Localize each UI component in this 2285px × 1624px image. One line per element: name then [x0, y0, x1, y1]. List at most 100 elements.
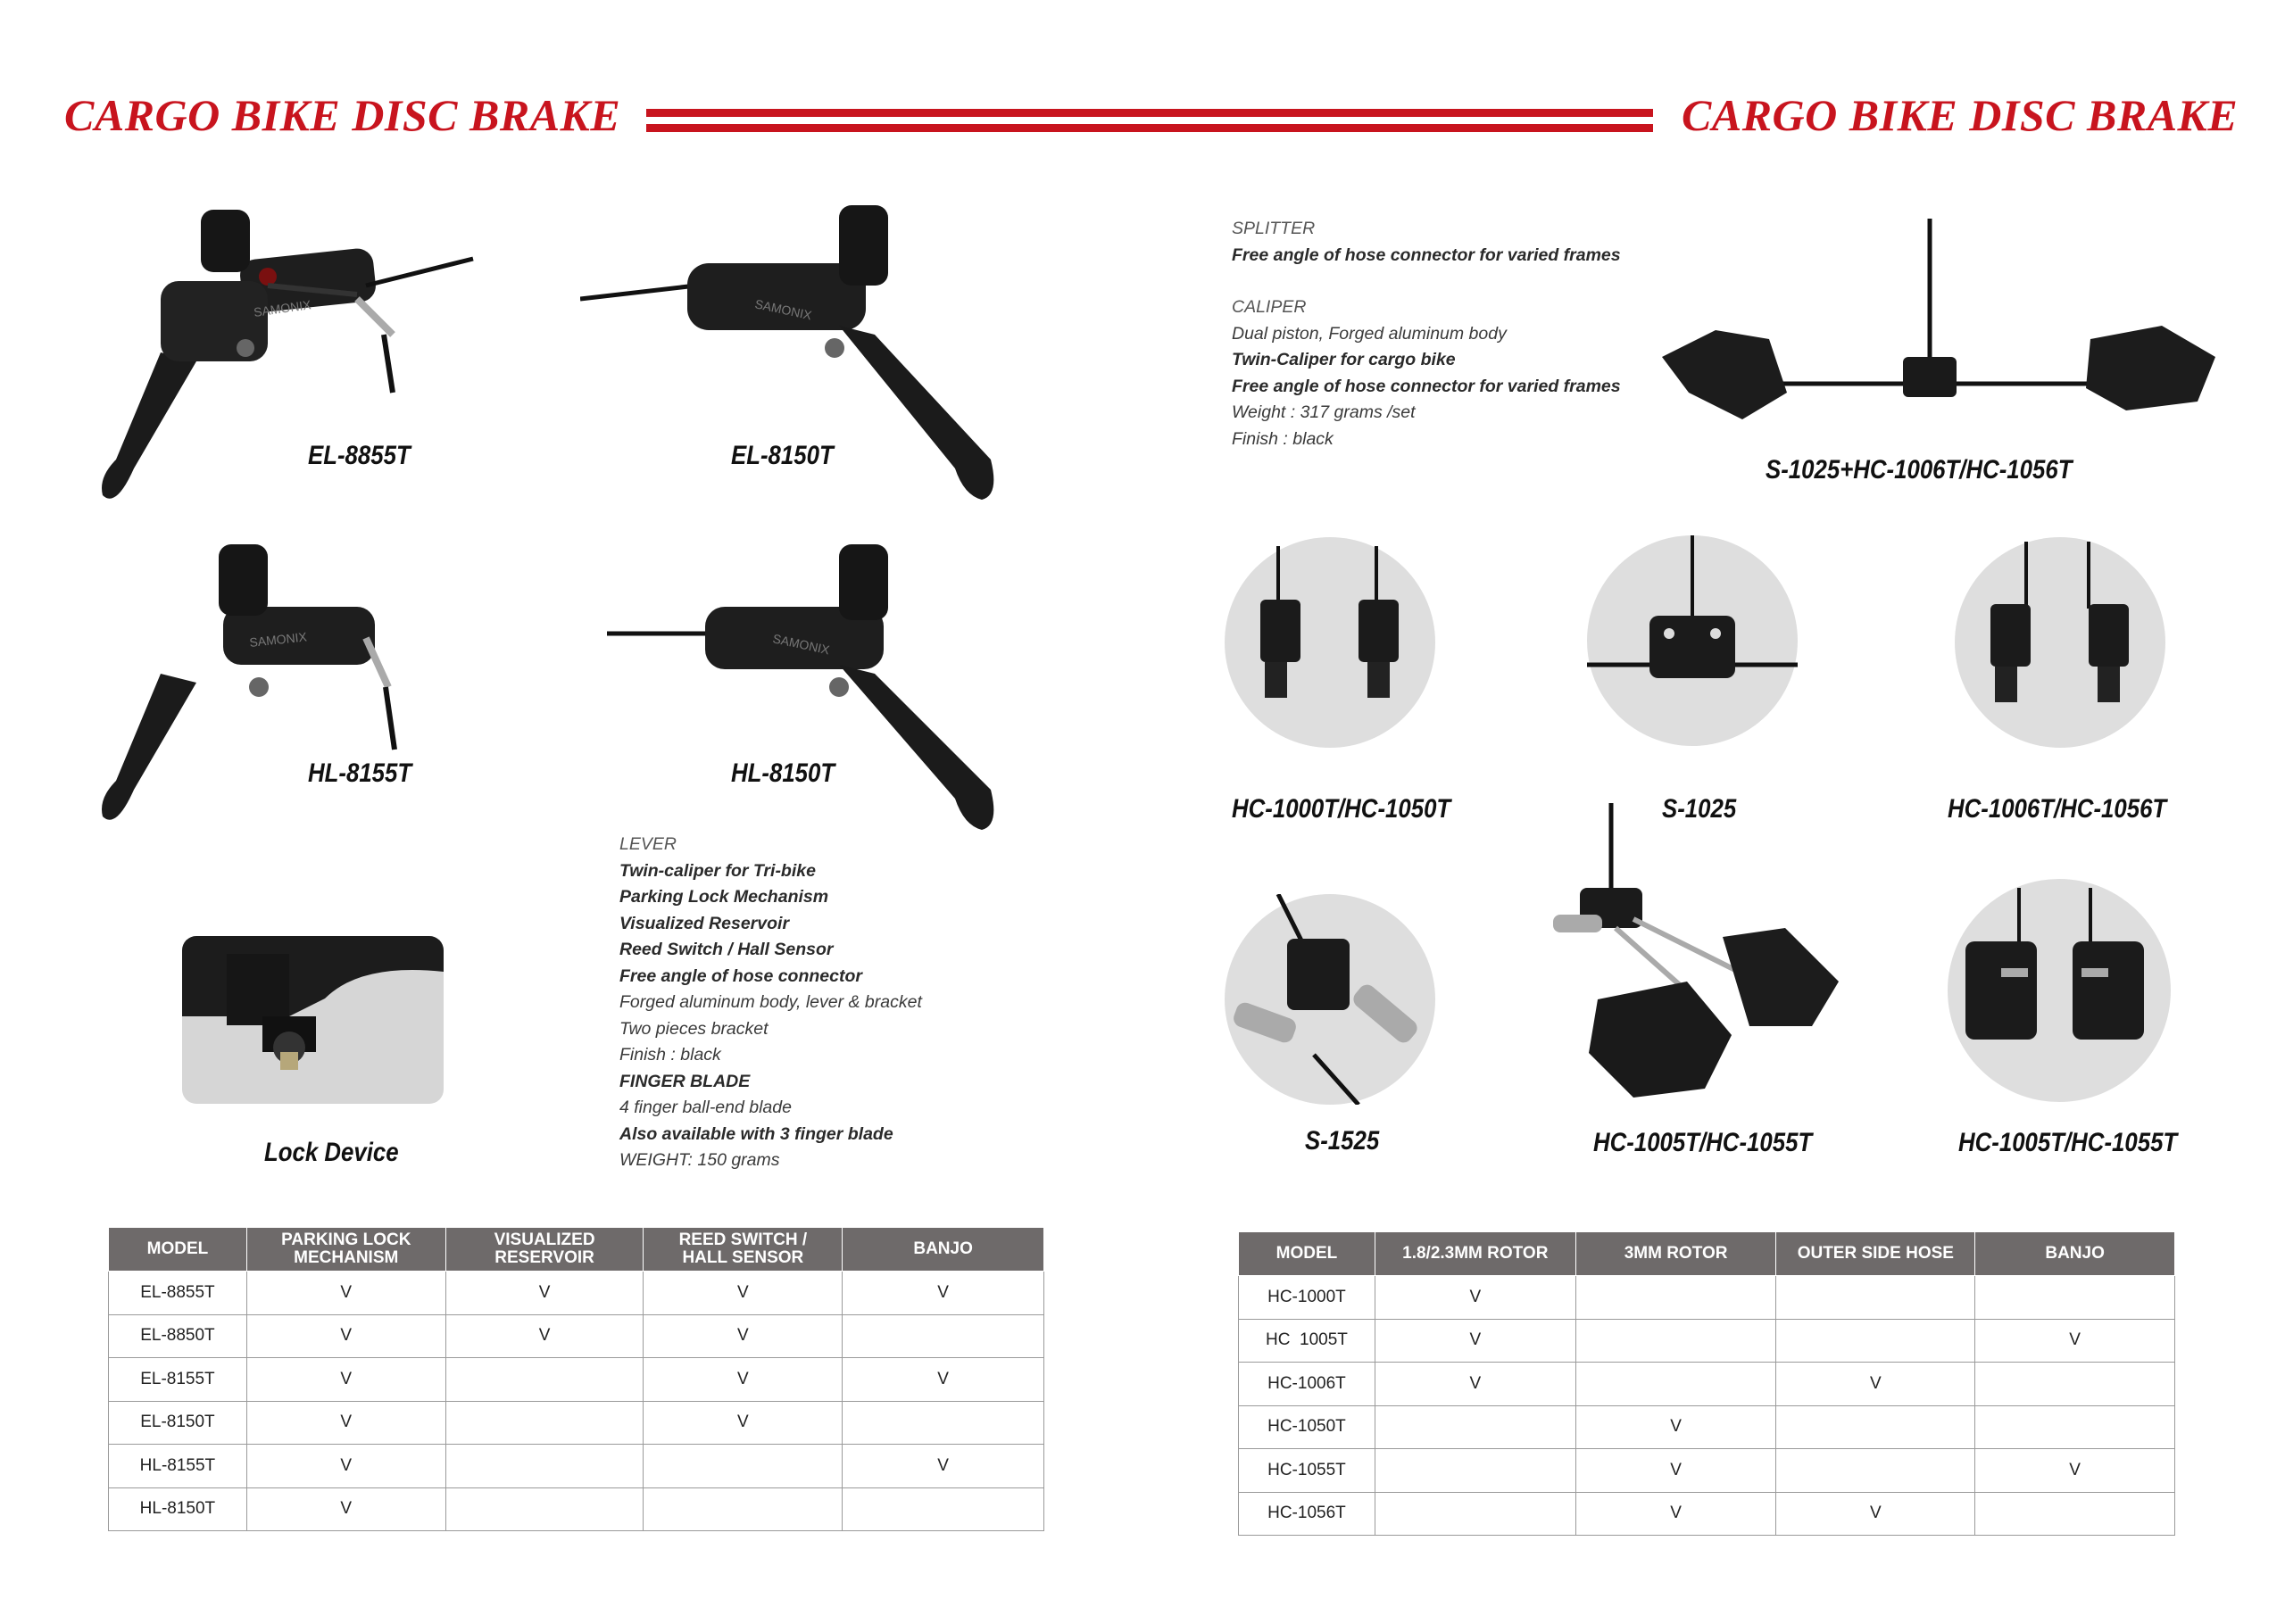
spec-line: WEIGHT: 150 grams — [619, 1150, 780, 1170]
cell-value — [1575, 1275, 1777, 1320]
label-lock-device: Lock Device — [264, 1138, 399, 1167]
spec-line: Twin-Caliper for cargo bike — [1232, 350, 1456, 369]
col-header-outer-side-hose: OUTER SIDE HOSE — [1775, 1231, 1976, 1276]
table-row: HC-1050T V — [1238, 1404, 2175, 1449]
svg-text:SAMONIX: SAMONIX — [249, 629, 309, 650]
table-row: HC-1056T V V — [1238, 1491, 2175, 1536]
table-row: HL-8155T V V — [108, 1444, 1044, 1488]
lever-image-el8150t: SAMONIX — [580, 205, 994, 500]
spec-line: Forged aluminum body, lever & bracket — [619, 992, 922, 1012]
spec-line: Finish : black — [1232, 428, 1334, 449]
cell-value — [1575, 1318, 1777, 1363]
col-header-visualized-reservoir: VISUALIZED RESERVOIR — [445, 1227, 644, 1272]
cell-value: V — [445, 1313, 644, 1358]
cell-value: V — [643, 1400, 843, 1445]
label-s1025: S-1025 — [1662, 794, 1737, 824]
cell-value — [445, 1444, 644, 1488]
col-header-parking-lock: PARKING LOCK MECHANISM — [245, 1227, 446, 1272]
right-title: CARGO BIKE DISC BRAKE — [1682, 90, 2239, 140]
left-title: CARGO BIKE DISC BRAKE — [64, 90, 621, 140]
cell-value: V — [245, 1271, 446, 1315]
label-hc1005t-hc1055t: HC-1005T/HC-1055T — [1593, 1128, 1813, 1157]
spec-line: Dual piston, Forged aluminum body — [1232, 323, 1507, 344]
splitter-image-s1525 — [1225, 892, 1435, 1106]
spec-line: Free angle of hose connector for varied … — [1232, 376, 1621, 396]
cell-value — [1775, 1448, 1976, 1493]
cell-value: V — [245, 1400, 446, 1445]
cell-model: HC-1056T — [1238, 1491, 1375, 1536]
label-hl8150t: HL-8150T — [731, 758, 835, 788]
lever-image-hl8150t: SAMONIX — [607, 544, 994, 830]
table-row: HC-1000T V — [1238, 1275, 2175, 1320]
table-row: EL-8850T V V V — [108, 1313, 1044, 1358]
cell-value: V — [245, 1313, 446, 1358]
spec-line: Two pieces bracket — [619, 1018, 769, 1039]
cell-value — [643, 1487, 843, 1531]
cell-value: V — [1974, 1318, 2175, 1363]
caliper-specs: SPLITTER Free angle of hose connector fo… — [1232, 216, 1621, 452]
spec-heading-caliper: CALIPER — [1232, 297, 1307, 317]
caliper-image-hc1005t — [1553, 803, 1839, 1098]
lever-image-el8855t: SAMONIX — [102, 210, 474, 499]
caliper-image-hc1006t — [1955, 537, 2165, 748]
cell-value: V — [1974, 1448, 2175, 1493]
cell-value: V — [643, 1357, 843, 1402]
lock-device-image — [182, 936, 444, 1104]
spec-line: Also available with 3 finger blade — [619, 1123, 893, 1144]
cell-value — [445, 1400, 644, 1445]
cell-value: V — [1775, 1491, 1976, 1536]
caliper-model-table: MODEL 1.8/2.3MM ROTOR 3MM ROTOR OUTER SI… — [1238, 1231, 2175, 1536]
cell-value — [1374, 1448, 1576, 1493]
cell-value — [445, 1487, 644, 1531]
table-row: HL-8150T V — [108, 1487, 1044, 1531]
cell-model: HC-1000T — [1238, 1275, 1375, 1320]
spec-heading-splitter: SPLITTER — [1232, 219, 1316, 238]
cell-value: V — [1374, 1362, 1576, 1406]
label-hc1006t-hc1056t: HC-1006T/HC-1056T — [1948, 794, 2167, 824]
cell-model: EL-8150T — [108, 1400, 247, 1445]
cell-model: EL-8855T — [108, 1271, 247, 1315]
spec-line: Visualized Reservoir — [619, 913, 790, 933]
cell-value — [1775, 1404, 1976, 1449]
cell-value — [1374, 1404, 1576, 1449]
cell-model: HC 1005T — [1238, 1318, 1375, 1363]
cell-model: EL-8155T — [108, 1357, 247, 1402]
cell-value — [842, 1400, 1044, 1445]
spec-heading-finger-blade: FINGER BLADE — [619, 1071, 751, 1091]
col-header-banjo: BANJO — [842, 1227, 1044, 1272]
col-header-rotor-18-23: 1.8/2.3MM ROTOR — [1374, 1231, 1576, 1276]
cell-model: HL-8150T — [108, 1487, 247, 1531]
label-hc1000t-hc1050t: HC-1000T/HC-1050T — [1232, 794, 1451, 824]
cell-value — [1775, 1275, 1976, 1320]
cell-value: V — [842, 1357, 1044, 1402]
spec-line: Finish : black — [619, 1045, 721, 1065]
table-row: HC-1055T V V — [1238, 1448, 2175, 1493]
cell-value — [643, 1444, 843, 1488]
label-el8855t: EL-8855T — [308, 441, 411, 470]
cell-value: V — [1575, 1404, 1777, 1449]
table-row: HC 1005T V V — [1238, 1318, 2175, 1363]
cell-value — [1575, 1362, 1777, 1406]
cell-model: HC-1006T — [1238, 1362, 1375, 1406]
spec-line: Weight : 317 grams /set — [1232, 402, 1416, 422]
spec-line: Reed Switch / Hall Sensor — [619, 940, 834, 959]
spec-line: Free angle of hose connector — [619, 965, 862, 986]
spec-line: Free angle of hose connector for varied … — [1232, 244, 1621, 265]
cell-value — [1974, 1362, 2175, 1406]
label-hl8155t: HL-8155T — [308, 758, 412, 788]
lever-model-table: MODEL PARKING LOCK MECHANISM VISUALIZED … — [108, 1227, 1044, 1531]
col-header-banjo: BANJO — [1974, 1231, 2175, 1276]
label-el8150t: EL-8150T — [731, 441, 834, 470]
label-hc1005t-hc1055t-alt: HC-1005T/HC-1055T — [1958, 1128, 2178, 1157]
cell-value — [1775, 1318, 1976, 1363]
cell-value — [1974, 1404, 2175, 1449]
cell-value: V — [245, 1444, 446, 1488]
cell-value: V — [445, 1271, 644, 1315]
cell-value: V — [842, 1444, 1044, 1488]
col-header-rotor-3mm: 3MM ROTOR — [1575, 1231, 1777, 1276]
cell-value: V — [1374, 1275, 1576, 1320]
header-divider — [646, 109, 1653, 136]
cell-model: HC-1050T — [1238, 1404, 1375, 1449]
cell-value: V — [1374, 1318, 1576, 1363]
cell-value — [1974, 1275, 2175, 1320]
